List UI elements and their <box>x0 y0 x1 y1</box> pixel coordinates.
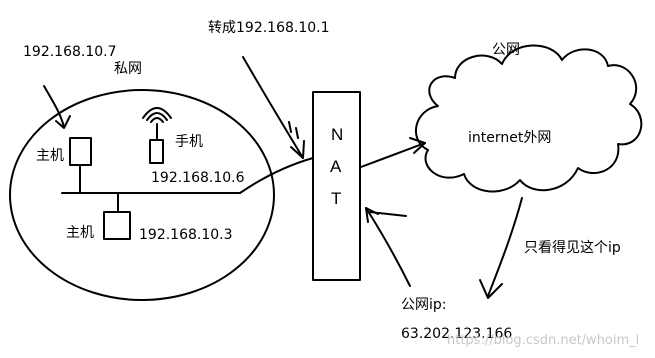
host-top-box <box>69 137 92 166</box>
internet-cloud <box>415 44 643 193</box>
nat-to-internet-line <box>360 142 426 168</box>
public-ip-label: 公网ip: <box>401 297 447 313</box>
host-bottom-label: 主机 <box>66 225 94 241</box>
phone-label: 手机 <box>175 134 203 150</box>
host-top-label: 主机 <box>36 148 64 164</box>
wifi-wave-1 <box>150 117 164 123</box>
internet-label: internet外网 <box>468 130 552 146</box>
public-ip-value: 63.202.123.166 <box>401 326 513 342</box>
only-see-label: 只看得见这个ip <box>524 240 621 256</box>
cloud-to-public-ip-line <box>487 197 523 297</box>
private-net-label: 私网 <box>114 61 142 77</box>
top-ip-label: 192.168.10.7 <box>23 44 117 60</box>
phone-box <box>149 139 164 164</box>
convert-scribble <box>288 121 299 139</box>
public-ip-to-nat-arrow-tail <box>369 211 407 217</box>
public-ip-to-nat-line <box>365 207 411 287</box>
convert-to-label: 转成192.168.10.1 <box>208 20 330 36</box>
public-net-label: 公网 <box>492 42 520 58</box>
nat-letter-t: T <box>331 189 342 208</box>
nat-letter-a: A <box>330 157 342 176</box>
router-ip-label: 192.168.10.6 <box>151 170 245 186</box>
nat-box <box>312 91 361 281</box>
convert-arrow <box>242 56 304 159</box>
host-bottom-ip-label: 192.168.10.3 <box>139 227 233 243</box>
wifi-wave-3 <box>142 107 172 119</box>
nat-to-internet-arrowhead <box>409 137 426 154</box>
cloud-to-public-ip-arrowhead <box>479 279 503 299</box>
nat-letter-n: N <box>331 125 344 144</box>
host-bottom-box <box>103 211 131 240</box>
csdn-watermark: https://blog.csdn.net/whoim_i <box>447 333 640 348</box>
convert-arrowhead <box>290 140 305 159</box>
private-network-ellipse <box>9 89 275 301</box>
top-ip-arrow <box>43 85 65 128</box>
bus-to-nat <box>239 157 314 194</box>
wifi-wave-2 <box>146 112 168 121</box>
top-ip-arrowhead <box>55 115 71 129</box>
